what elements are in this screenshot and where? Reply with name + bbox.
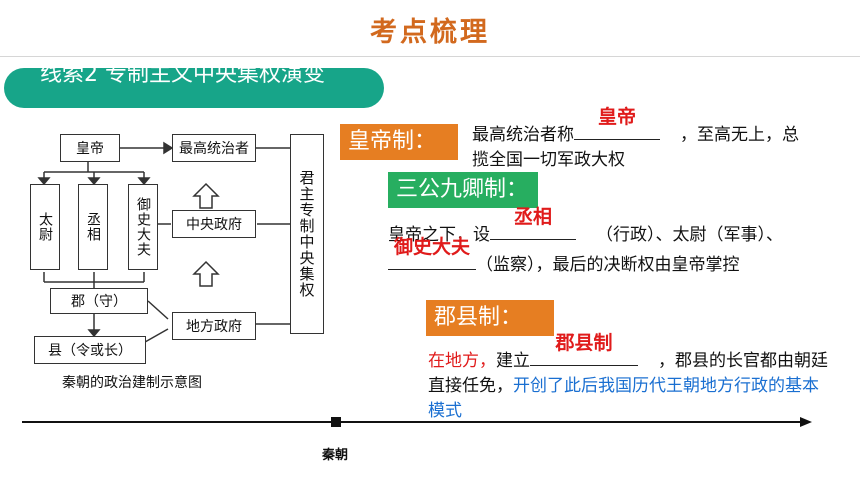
tag-emperor-system: 皇帝制： <box>340 124 458 160</box>
answer-emperor: 皇帝 <box>597 106 636 128</box>
prefecture-text-2: ，郡县的长官都由朝廷直接任免， <box>428 351 828 396</box>
answer-chancellor: 丞相 <box>513 206 552 228</box>
timeline <box>22 417 812 427</box>
timeline-era-label: 秦朝 <box>322 448 349 463</box>
prefecture-text-blue: 开创了此后我国历代王朝地方行政的基本模式 <box>428 376 819 421</box>
diagram-caption: 秦朝的政治建制示意图 <box>62 375 202 391</box>
box-chancellor: 丞相 <box>78 184 108 270</box>
box-commandery: 郡（守） <box>50 288 148 314</box>
box-emperor: 皇帝 <box>60 134 120 162</box>
answer-blank-chancellor: 丞相 <box>490 206 576 240</box>
box-autocracy: 君主专制中央集权 <box>290 134 324 334</box>
page-title: 考点梳理 <box>370 17 490 48</box>
answer-prefecture: 郡县制 <box>555 332 613 354</box>
answer-blank-prefecture: 郡县制 <box>530 332 638 366</box>
box-local-government: 地方政府 <box>172 312 256 340</box>
ministers-text-1: 皇帝之下，设 <box>388 225 490 245</box>
emperor-system-text: 最高统治者称 皇帝，至高无上，总揽全国一切军政大权 <box>472 106 812 173</box>
tag-three-ministers: 三公九卿制： <box>388 172 538 208</box>
qin-political-diagram: 皇帝 最高统治者 君主专制中央集权 太尉 丞相 御史大夫 中央政府 郡（守） 地… <box>26 124 346 374</box>
box-central-government: 中央政府 <box>172 210 256 238</box>
theme-banner: 线索2 专制主义中央集权演变 <box>4 68 384 108</box>
ministers-text-3: （监察），最后的决断权由皇帝掌控 <box>476 255 740 275</box>
answer-blank-censor: 御史大夫 <box>388 236 476 270</box>
three-ministers-text: 皇帝之下，设 丞相 （行政）、太尉（军事）、御史大夫 （监察），最后的决断权由皇帝掌控 <box>388 206 828 278</box>
box-censor: 御史大夫 <box>128 184 158 270</box>
emperor-text-before: 最高统治者称 <box>472 125 574 145</box>
ministers-text-2: （行政）、太尉（军事）、 <box>596 225 783 245</box>
tag-prefecture-system: 郡县制： <box>426 300 554 336</box>
theme-label: 线索2 专制主义中央集权演变 <box>40 68 325 87</box>
timeline-marker-qin <box>331 417 341 427</box>
answer-blank-emperor: 皇帝 <box>574 106 660 140</box>
box-taiwei: 太尉 <box>30 184 60 270</box>
box-supreme-ruler: 最高统治者 <box>172 134 256 162</box>
title-divider <box>0 56 860 57</box>
prefecture-system-text: 在地方，建立 郡县制，郡县的长官都由朝廷直接任免，开创了此后我国历代王朝地方行政的… <box>428 332 828 424</box>
prefecture-text-red: 在地方， <box>428 351 496 371</box>
diagram-connectors <box>37 141 290 347</box>
prefecture-text-1: 建立 <box>496 351 530 371</box>
answer-censor: 御史大夫 <box>393 236 470 258</box>
box-county: 县（令或长） <box>34 336 146 364</box>
emperor-text-after: ，至高无上，总揽全国一切军政大权 <box>472 125 799 170</box>
